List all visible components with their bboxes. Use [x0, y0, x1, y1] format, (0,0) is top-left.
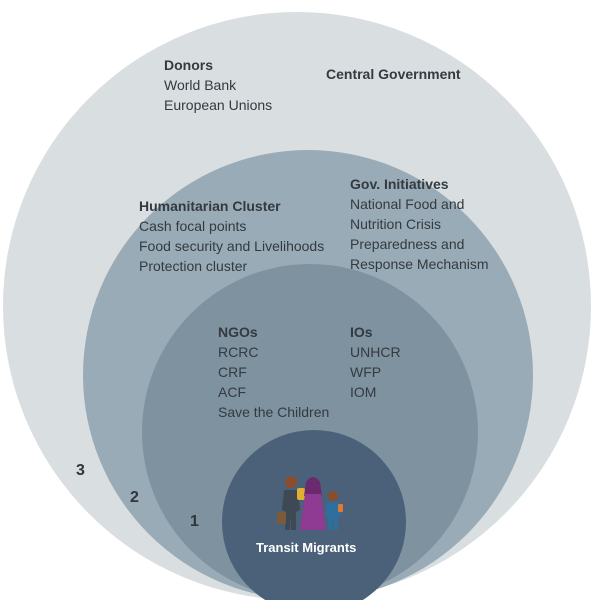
donor-item: World Bank — [164, 77, 237, 93]
gov-initiatives-item: Response Mechanism — [350, 256, 489, 272]
humanitarian-cluster-item: Food security and Livelihoods — [139, 238, 325, 254]
humanitarian-cluster-item: Cash focal points — [139, 218, 247, 234]
humanitarian-cluster-group: Humanitarian Cluster Cash focal points F… — [139, 196, 324, 276]
ngo-item: CRF — [218, 364, 247, 380]
ngos-heading: NGOs — [218, 324, 258, 340]
migrant-family-icon — [277, 476, 343, 530]
gov-initiatives-item: Nutrition Crisis — [350, 216, 442, 232]
core-label: Transit Migrants — [256, 540, 357, 555]
ngos-group: NGOs RCRC CRF ACF Save the Children — [218, 322, 329, 422]
humanitarian-cluster-item: Protection cluster — [139, 258, 248, 274]
gov-initiatives-heading: Gov. Initiatives — [350, 176, 449, 192]
gov-initiatives-item: Preparedness and — [350, 236, 465, 252]
donors-heading: Donors — [164, 57, 213, 73]
donor-item: European Unions — [164, 97, 273, 113]
ring-1-number: 1 — [190, 513, 199, 530]
io-item: IOM — [350, 384, 377, 400]
io-item: WFP — [350, 364, 382, 380]
ios-group: IOs UNHCR WFP IOM — [350, 322, 401, 402]
central-government-group: Central Government — [326, 64, 461, 84]
ios-heading: IOs — [350, 324, 373, 340]
humanitarian-cluster-heading: Humanitarian Cluster — [139, 198, 281, 214]
ngo-item: Save the Children — [218, 404, 330, 420]
ngo-item: ACF — [218, 384, 246, 400]
io-item: UNHCR — [350, 344, 401, 360]
donors-group: Donors World Bank European Unions — [164, 55, 272, 115]
gov-initiatives-group: Gov. Initiatives National Food and Nutri… — [350, 174, 489, 274]
central-government-heading: Central Government — [326, 66, 461, 82]
ring-2-number: 2 — [130, 489, 139, 506]
ngo-item: RCRC — [218, 344, 259, 360]
ring-3-number: 3 — [76, 462, 85, 479]
gov-initiatives-item: National Food and — [350, 196, 465, 212]
